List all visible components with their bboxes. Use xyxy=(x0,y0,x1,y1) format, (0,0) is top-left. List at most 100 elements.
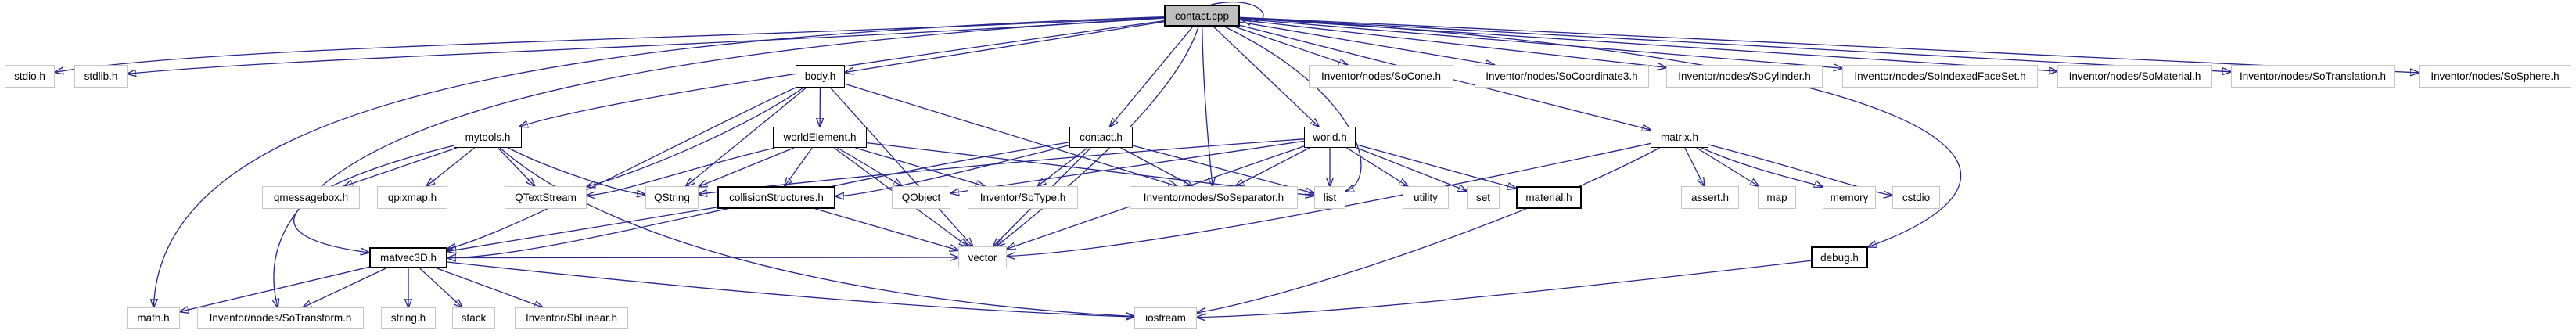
graph-node-label: matvec3D.h xyxy=(379,252,437,264)
graph-node-matrix[interactable]: matrix.h xyxy=(1651,127,1708,148)
graph-node-math: math.h xyxy=(127,307,180,329)
include-edge-matrix-to-assert xyxy=(1684,147,1705,186)
include-edge-contact_cpp-to-somat xyxy=(1239,17,2057,71)
graph-node-worldelement[interactable]: worldElement.h xyxy=(773,127,867,148)
graph-node-label: QTextStream xyxy=(515,192,577,203)
include-edge-contact_cpp-to-sotransl xyxy=(1239,16,2231,72)
graph-node-label: qmessagebox.h xyxy=(273,192,349,203)
graph-node-soseparator: Inventor/nodes/SoSeparator.h xyxy=(1130,186,1298,209)
graph-node-soifs: Inventor/nodes/SoIndexedFaceSet.h xyxy=(1842,65,2038,88)
graph-node-qtextstream: QTextStream xyxy=(505,186,587,209)
include-edge-collisionstructures-to-vector xyxy=(815,208,958,250)
graph-node-body[interactable]: body.h xyxy=(796,65,845,88)
graph-node-iostream: iostream xyxy=(1134,307,1197,329)
graph-node-qobject: QObject xyxy=(892,186,950,209)
graph-node-label: Inventor/SbLinear.h xyxy=(525,312,618,324)
include-edge-world-to-utility xyxy=(1346,147,1407,186)
graph-node-list: list xyxy=(1314,186,1345,209)
include-edge-world-to-set xyxy=(1355,146,1467,191)
graph-node-sotype: Inventor/SoType.h xyxy=(968,186,1078,209)
include-edge-contact_cpp-to-stdlib xyxy=(128,17,1165,74)
graph-node-stack: stack xyxy=(452,307,495,329)
include-edge-mytools-to-qpixmap xyxy=(426,147,475,186)
graph-node-label: Inventor/nodes/SoMaterial.h xyxy=(2068,70,2201,82)
include-edge-worldelement-to-qobject xyxy=(837,147,902,186)
graph-node-stdio: stdio.h xyxy=(5,65,55,88)
graph-node-label: Inventor/nodes/SoSphere.h xyxy=(2430,70,2560,82)
graph-node-label: list xyxy=(1323,192,1337,203)
graph-node-collisionstructures[interactable]: collisionStructures.h xyxy=(717,186,835,209)
graph-node-qpixmap: qpixmap.h xyxy=(377,186,447,209)
graph-node-somat: Inventor/nodes/SoMaterial.h xyxy=(2057,65,2212,88)
include-edge-contact_cpp-to-socone xyxy=(1234,26,1348,65)
graph-node-socone: Inventor/nodes/SoCone.h xyxy=(1309,65,1453,88)
graph-node-string: string.h xyxy=(381,307,436,329)
include-edge-body-to-qtextstream xyxy=(587,87,804,187)
include-edge-world-to-qobject xyxy=(950,140,1305,193)
graph-node-label: cstdio xyxy=(1902,192,1931,203)
graph-node-sblinear: Inventor/SbLinear.h xyxy=(515,307,628,329)
graph-node-label: Inventor/nodes/SoCoordinate3.h xyxy=(1486,70,1638,82)
include-edge-contact_cpp-to-soifs xyxy=(1239,18,1842,68)
graph-node-world[interactable]: world.h xyxy=(1304,127,1356,148)
include-edge-body-to-vector xyxy=(830,87,972,246)
graph-node-label: vector xyxy=(968,251,997,264)
include-edge-matvec3d-to-stack xyxy=(419,268,462,307)
include-edge-matrix-to-map xyxy=(1696,147,1759,186)
graph-node-qmessagebox: qmessagebox.h xyxy=(262,186,360,209)
graph-node-label: stdio.h xyxy=(14,70,45,82)
include-edge-mytools-to-iostream xyxy=(499,147,1134,317)
include-edge-matvec3d-to-sblinear xyxy=(437,268,543,307)
graph-node-label: string.h xyxy=(390,312,426,324)
graph-node-label: material.h xyxy=(1525,192,1572,203)
graph-node-label: QString xyxy=(654,192,690,203)
graph-node-sotransform: Inventor/nodes/SoTransform.h xyxy=(197,307,364,329)
graph-node-socyl: Inventor/nodes/SoCylinder.h xyxy=(1666,65,1823,88)
graph-node-debug[interactable]: debug.h xyxy=(1811,246,1868,268)
graph-node-label: Inventor/nodes/SoIndexedFaceSet.h xyxy=(1854,70,2026,82)
include-edge-worldelement-to-sotype xyxy=(855,147,984,186)
graph-node-label: memory xyxy=(1830,192,1869,203)
include-edge-matvec3d-to-sotransform xyxy=(303,268,386,307)
graph-node-label: collisionStructures.h xyxy=(729,192,824,203)
graph-node-sotransl: Inventor/nodes/SoTranslation.h xyxy=(2231,65,2395,88)
include-edge-contact_cpp-to-socoord xyxy=(1239,21,1494,65)
graph-node-label: stdlib.h xyxy=(84,70,118,82)
include-edge-contact_cpp-to-stdio xyxy=(55,16,1165,72)
graph-node-contact_cpp: contact.cpp xyxy=(1164,5,1240,27)
graph-node-label: set xyxy=(1475,192,1490,203)
graph-node-label: worldElement.h xyxy=(783,131,857,143)
include-edge-worldelement-to-collisionstructures xyxy=(785,147,813,186)
include-edge-contact_cpp-to-soseparator xyxy=(1202,26,1213,186)
include-edge-contact_cpp-to-list xyxy=(1223,26,1362,192)
include-edge-contact_cpp-to-contact_h xyxy=(1110,26,1194,127)
graph-node-material[interactable]: material.h xyxy=(1516,186,1582,209)
graph-node-label: assert.h xyxy=(1690,192,1730,203)
include-edge-collisionstructures-to-matvec3d xyxy=(447,207,718,251)
graph-node-label: contact.cpp xyxy=(1174,9,1230,22)
graph-node-label: map xyxy=(1766,192,1787,203)
graph-node-contact_h[interactable]: contact.h xyxy=(1069,127,1133,148)
include-edge-matrix-to-memory xyxy=(1701,147,1823,187)
include-edge-debug-to-iostream xyxy=(1197,260,1812,317)
graph-node-label: matrix.h xyxy=(1660,131,1698,143)
graph-node-assert: assert.h xyxy=(1681,186,1739,209)
include-edge-matvec3d-to-math xyxy=(180,266,370,311)
graph-node-matvec3d[interactable]: matvec3D.h xyxy=(369,247,447,268)
include-edge-contact_h-to-soseparator xyxy=(1120,147,1193,186)
graph-node-mytools[interactable]: mytools.h xyxy=(454,127,522,148)
include-edge-contact_cpp-to-body xyxy=(845,21,1165,73)
graph-node-label: utility xyxy=(1414,192,1438,203)
include-edge-contact_cpp-to-socyl xyxy=(1239,19,1666,67)
graph-node-label: Inventor/nodes/SoCylinder.h xyxy=(1678,70,1811,82)
graph-node-cstdio: cstdio xyxy=(1892,186,1940,209)
graph-node-label: iostream xyxy=(1145,312,1186,324)
graph-node-stdlib: stdlib.h xyxy=(74,65,128,88)
graph-node-label: body.h xyxy=(804,70,836,82)
include-edge-contact_h-to-sotype xyxy=(1037,147,1088,186)
include-edge-matrix-to-iostream xyxy=(1197,147,1660,313)
graph-node-sosph: Inventor/nodes/SoSphere.h xyxy=(2419,65,2571,88)
graph-node-label: mytools.h xyxy=(465,131,511,143)
